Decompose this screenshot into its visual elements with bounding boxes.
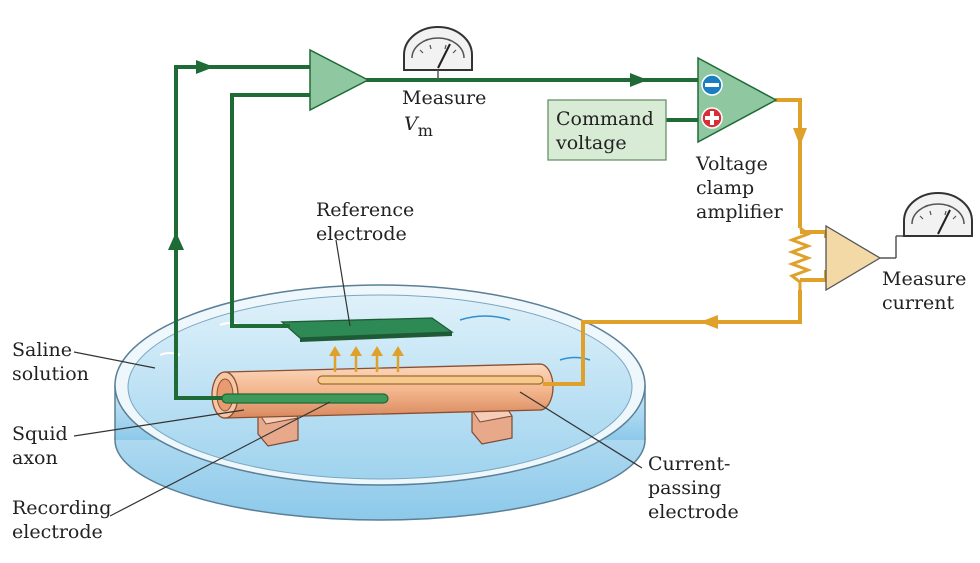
minus-icon xyxy=(701,74,723,96)
reference-electrode xyxy=(280,317,454,342)
saline-solution-line1: Saline xyxy=(12,339,72,361)
voltage-clamp-line2: clamp xyxy=(696,177,754,199)
current-passing-line3: electrode xyxy=(648,501,739,523)
ripple xyxy=(159,352,181,356)
resistor-icon xyxy=(787,226,813,290)
command-voltage-line1: Command xyxy=(556,108,654,130)
leader-lines xyxy=(73,239,643,517)
wire-arrow xyxy=(168,232,184,250)
command-voltage-line2: voltage xyxy=(555,132,627,154)
ripple xyxy=(459,315,511,321)
wire-arrow xyxy=(630,73,648,87)
measure-current-line2: current xyxy=(882,292,955,314)
meter-icon xyxy=(903,192,973,237)
current-amplifier xyxy=(825,224,882,292)
measure-current-line1: Measure xyxy=(882,268,966,290)
wire-arrow xyxy=(700,315,718,329)
current-flow-arrows xyxy=(329,346,404,372)
command-voltage-box xyxy=(547,99,667,161)
measure-vm-line2: Vm xyxy=(404,113,433,140)
voltage-clamp-amplifier-icon xyxy=(697,56,778,144)
reference-electrode-line2: electrode xyxy=(316,223,407,245)
wire-arrow xyxy=(196,60,214,74)
current-passing-line2: passing xyxy=(648,477,721,499)
recording-electrode xyxy=(221,393,389,404)
recording-electrode-line2: electrode xyxy=(12,521,103,543)
voltage-clamp-line3: amplifier xyxy=(696,201,784,223)
squid-axon-line2: axon xyxy=(12,447,58,469)
measure-vm-line1: Measure xyxy=(402,87,486,109)
plus-icon xyxy=(701,107,723,129)
current-passing-line1: Current- xyxy=(648,453,730,475)
meter-icon xyxy=(403,26,473,80)
voltage-clamp-line1: Voltage xyxy=(695,153,768,175)
recording-electrode-line1: Recording xyxy=(12,497,111,519)
squid-axon xyxy=(211,363,554,419)
current-passing-electrode xyxy=(317,375,544,385)
wire-arrow xyxy=(793,128,807,146)
reference-electrode-line1: Reference xyxy=(316,199,414,221)
saline-solution-line2: solution xyxy=(12,363,89,385)
ripple xyxy=(559,356,591,361)
squid-axon-line1: Squid xyxy=(12,423,68,445)
measurement-amplifier xyxy=(309,48,370,112)
